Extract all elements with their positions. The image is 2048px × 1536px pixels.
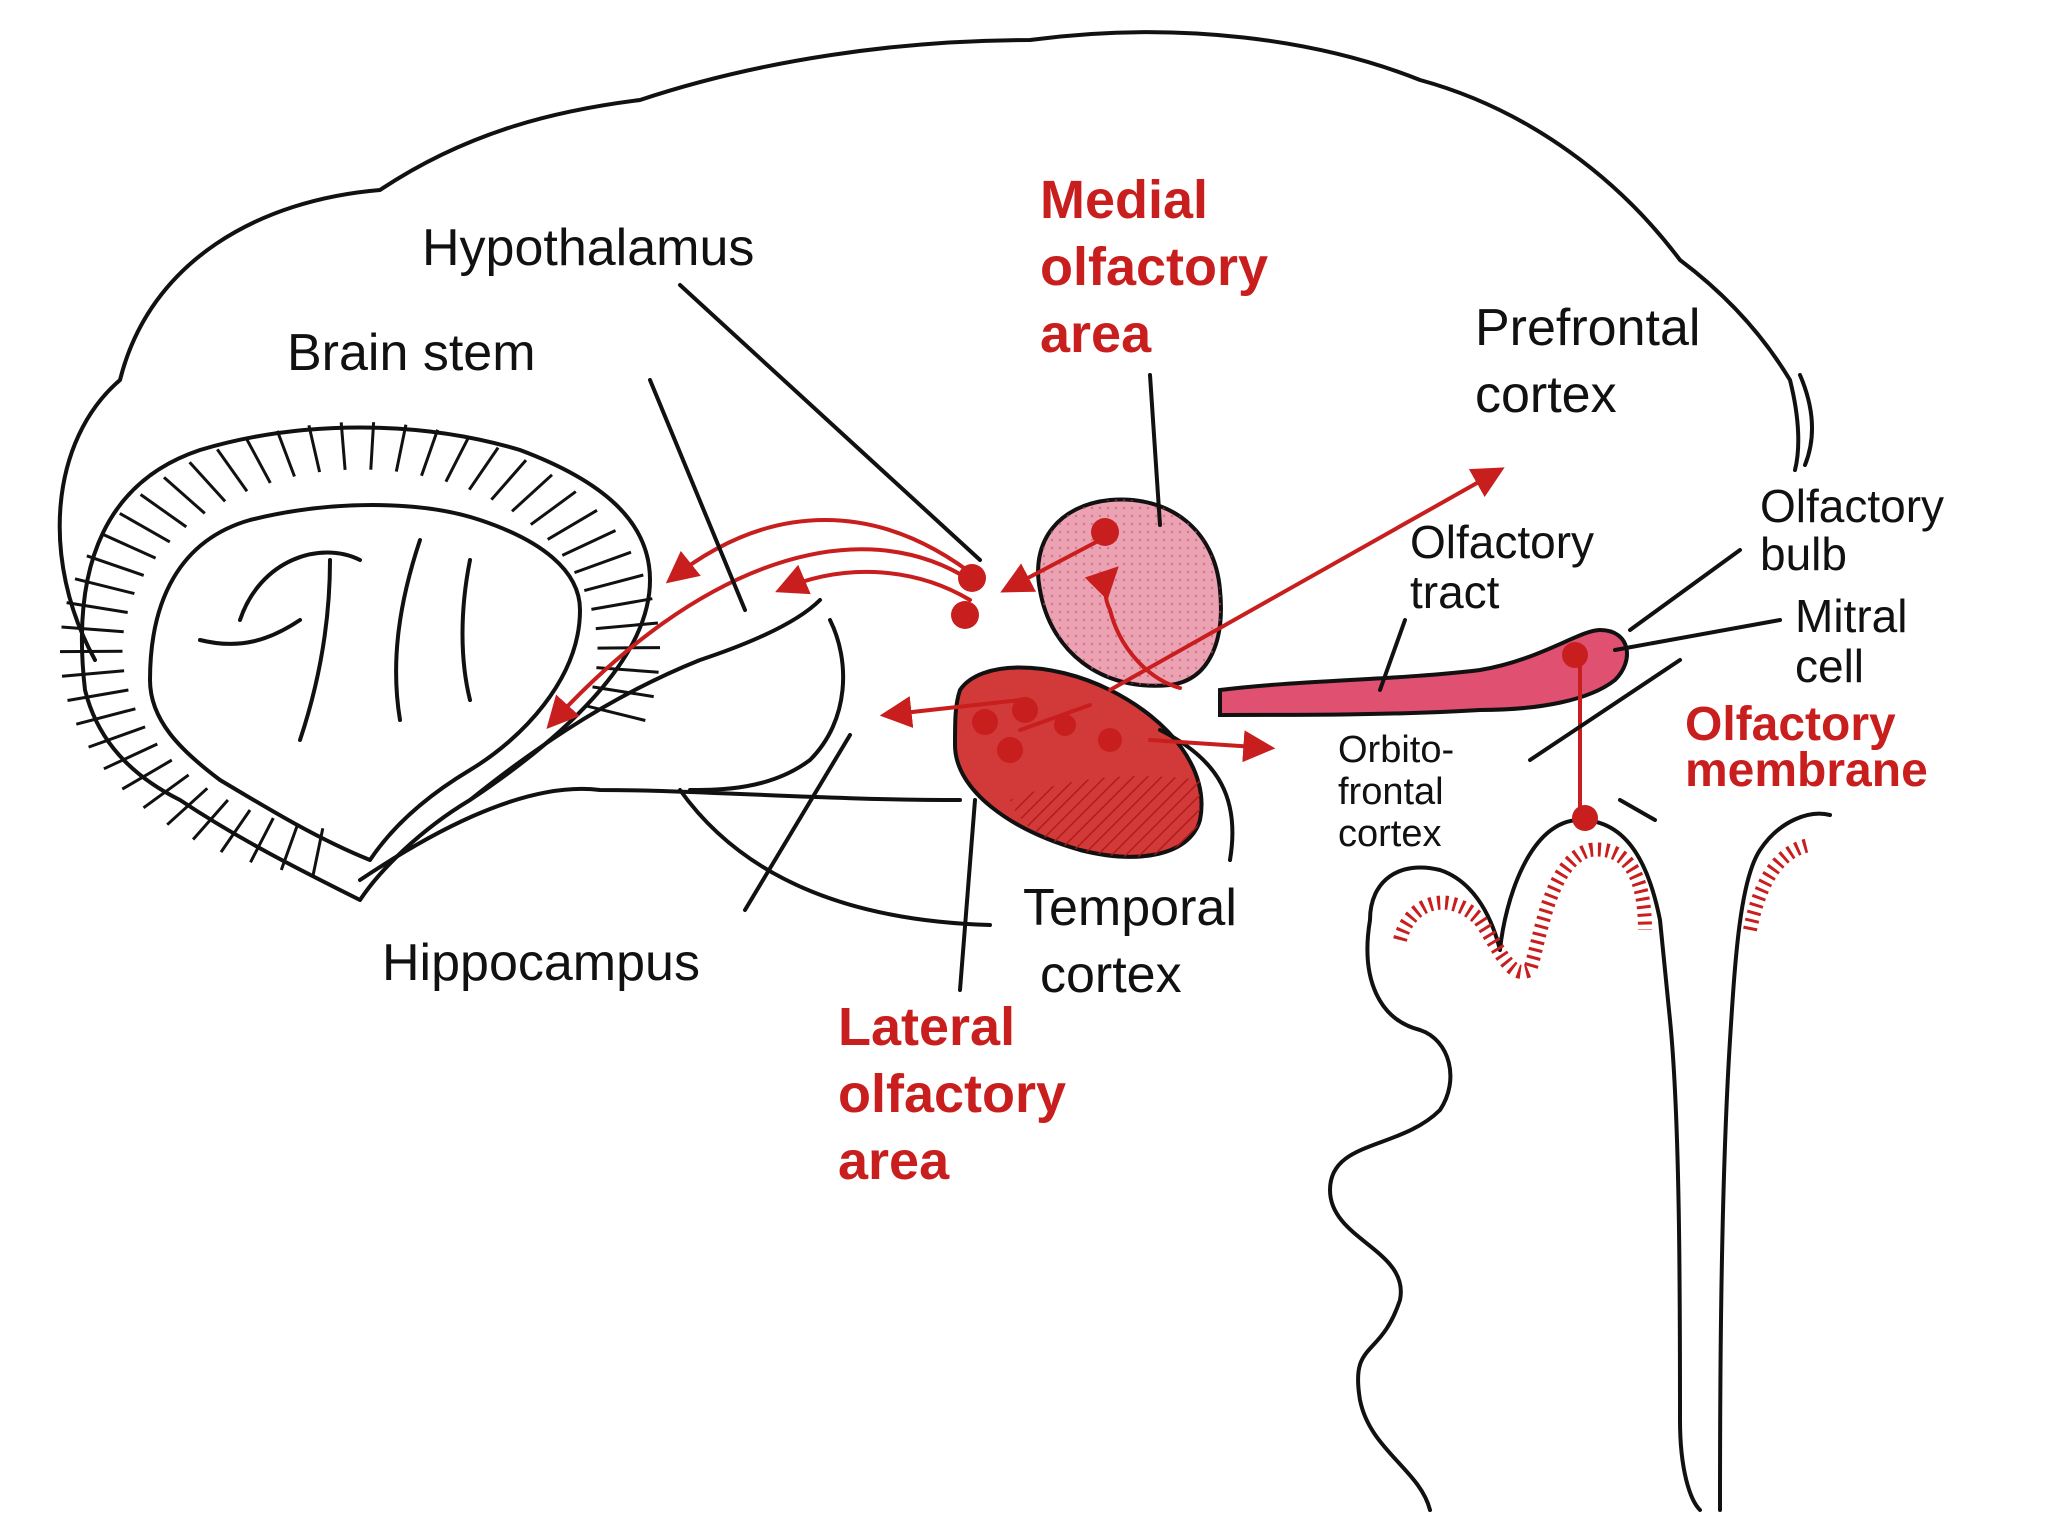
cerebellum-hatch-line (139, 493, 188, 529)
cerebellum-hatch-line (583, 573, 644, 593)
label-orbitofrontal-cortex: Orbito- frontal cortex (1338, 729, 1465, 855)
cerebellum-hatch-line (67, 688, 129, 702)
cerebellum-hatch-line (369, 422, 376, 470)
label-olfactory-bulb: Olfactory bulb (1760, 480, 1957, 580)
brain-outline (57, 30, 1801, 662)
cerebellum-hatch-line (86, 554, 145, 577)
cerebellum-hatch-line (216, 448, 249, 493)
brain-stem-shape (468, 598, 822, 802)
lower-outline (358, 786, 962, 882)
cerebellum-hatch-line (529, 490, 577, 526)
cerebellum-hatch-line (585, 704, 646, 722)
cerebellum-hatch-line (166, 787, 209, 826)
label-hypothalamus: Hypothalamus (422, 219, 754, 277)
cerebellum-hatch-line (61, 669, 125, 678)
label-prefrontal-cortex: Prefrontal cortex (1475, 299, 1715, 424)
cerebellum-hatch-line (101, 532, 157, 560)
neuron-nodes (951, 518, 1598, 831)
cerebellum-hatch-line (245, 438, 272, 484)
cerebellum-hatch-line (121, 758, 173, 791)
cerebellum-hatch-line (75, 707, 136, 726)
cerebellum-hatch-line (219, 809, 252, 853)
cerebellum-hatch-line (66, 601, 128, 614)
cerebellum-hatch-line (490, 459, 528, 501)
cerebellum-hatch-line (339, 422, 347, 471)
cerebellum-hatch-line (394, 424, 408, 472)
cerebellum-hatch-line (74, 577, 135, 596)
hippocampus-shape (688, 618, 846, 792)
label-lateral-olfactory-area: Lateral olfactory area (838, 997, 1081, 1191)
label-brain-stem: Brain stem (287, 324, 536, 382)
cerebellum-hatch-line (311, 827, 325, 876)
cerebellum-hatch-line (275, 430, 296, 478)
cerebellum (59, 422, 661, 902)
label-mitral-cell: Mitral cell (1795, 590, 1920, 692)
cerebellum-hatch-line (592, 685, 654, 699)
label-medial-olfactory-area: Medial olfactory area (1040, 170, 1283, 364)
cerebellum-hatch-line (591, 597, 653, 611)
nasal-cavity-outline (1328, 818, 1702, 1512)
cerebellum-hatch-line (103, 742, 158, 771)
label-olfactory-membrane: Olfactory membrane (1685, 698, 1928, 797)
olfactory-tract-shape (1218, 627, 1629, 718)
label-hippocampus: Hippocampus (382, 934, 700, 992)
label-temporal-cortex: Temporal cortex (1023, 879, 1251, 1004)
cerebellum-hatch-line (191, 799, 230, 841)
cerebellum-hatch-line (249, 817, 275, 863)
cerebellum-hatch-line (163, 476, 206, 515)
cerebellum-hatch-line (468, 446, 500, 491)
olfactory-membrane-shape (1393, 842, 1652, 979)
olfactory-pathways (546, 467, 1582, 817)
label-olfactory-tract: Olfactory tract (1410, 516, 1607, 618)
cerebellum-hatch-line (142, 773, 190, 810)
cerebellum-hatch-line (119, 512, 171, 544)
cerebellum-hatch-line (307, 424, 322, 473)
cerebellum-hatch-line (188, 461, 227, 503)
label-leaders (648, 283, 1814, 992)
cerebellum-hatch-line (573, 550, 632, 575)
cerebellum-hatch-line (61, 625, 124, 634)
cerebellum-hatch-line (279, 823, 300, 871)
cerebellum-hatch-line (546, 509, 598, 541)
cerebellum-hatch-line (420, 429, 440, 477)
cerebellum-hatch-line (444, 436, 470, 483)
cerebellum-hatch-line (88, 725, 146, 749)
cerebellum-hatch-line (510, 473, 554, 513)
cerebellum-hatch-line (595, 621, 659, 631)
cerebellum-hatch-line (561, 529, 617, 557)
